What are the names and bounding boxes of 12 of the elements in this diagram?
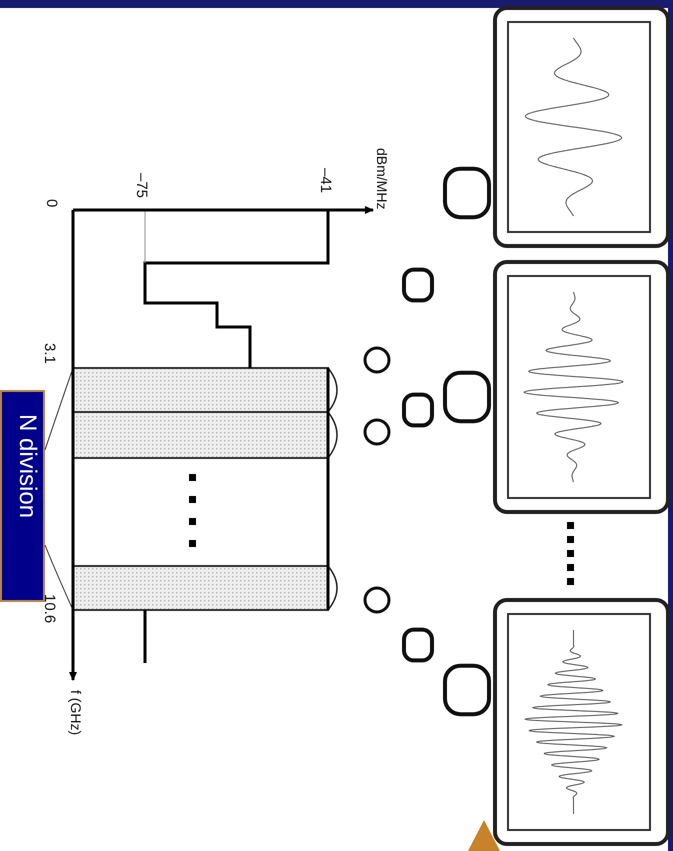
tick-label: 10.6 [41,594,58,624]
waveform-panel [493,598,670,846]
text-box [0,390,45,602]
tick-label: 0 [43,199,60,208]
tick-label: 3.1 [41,343,58,364]
axis-title: f (GHz) [68,690,84,736]
axis-title: dBm/MHz [374,148,390,210]
box-label: N division [13,414,41,518]
waveform-panel [493,260,670,514]
tick-label: –41 [317,168,334,194]
waveform-panel [493,6,670,248]
tick-label: –75 [133,173,150,198]
